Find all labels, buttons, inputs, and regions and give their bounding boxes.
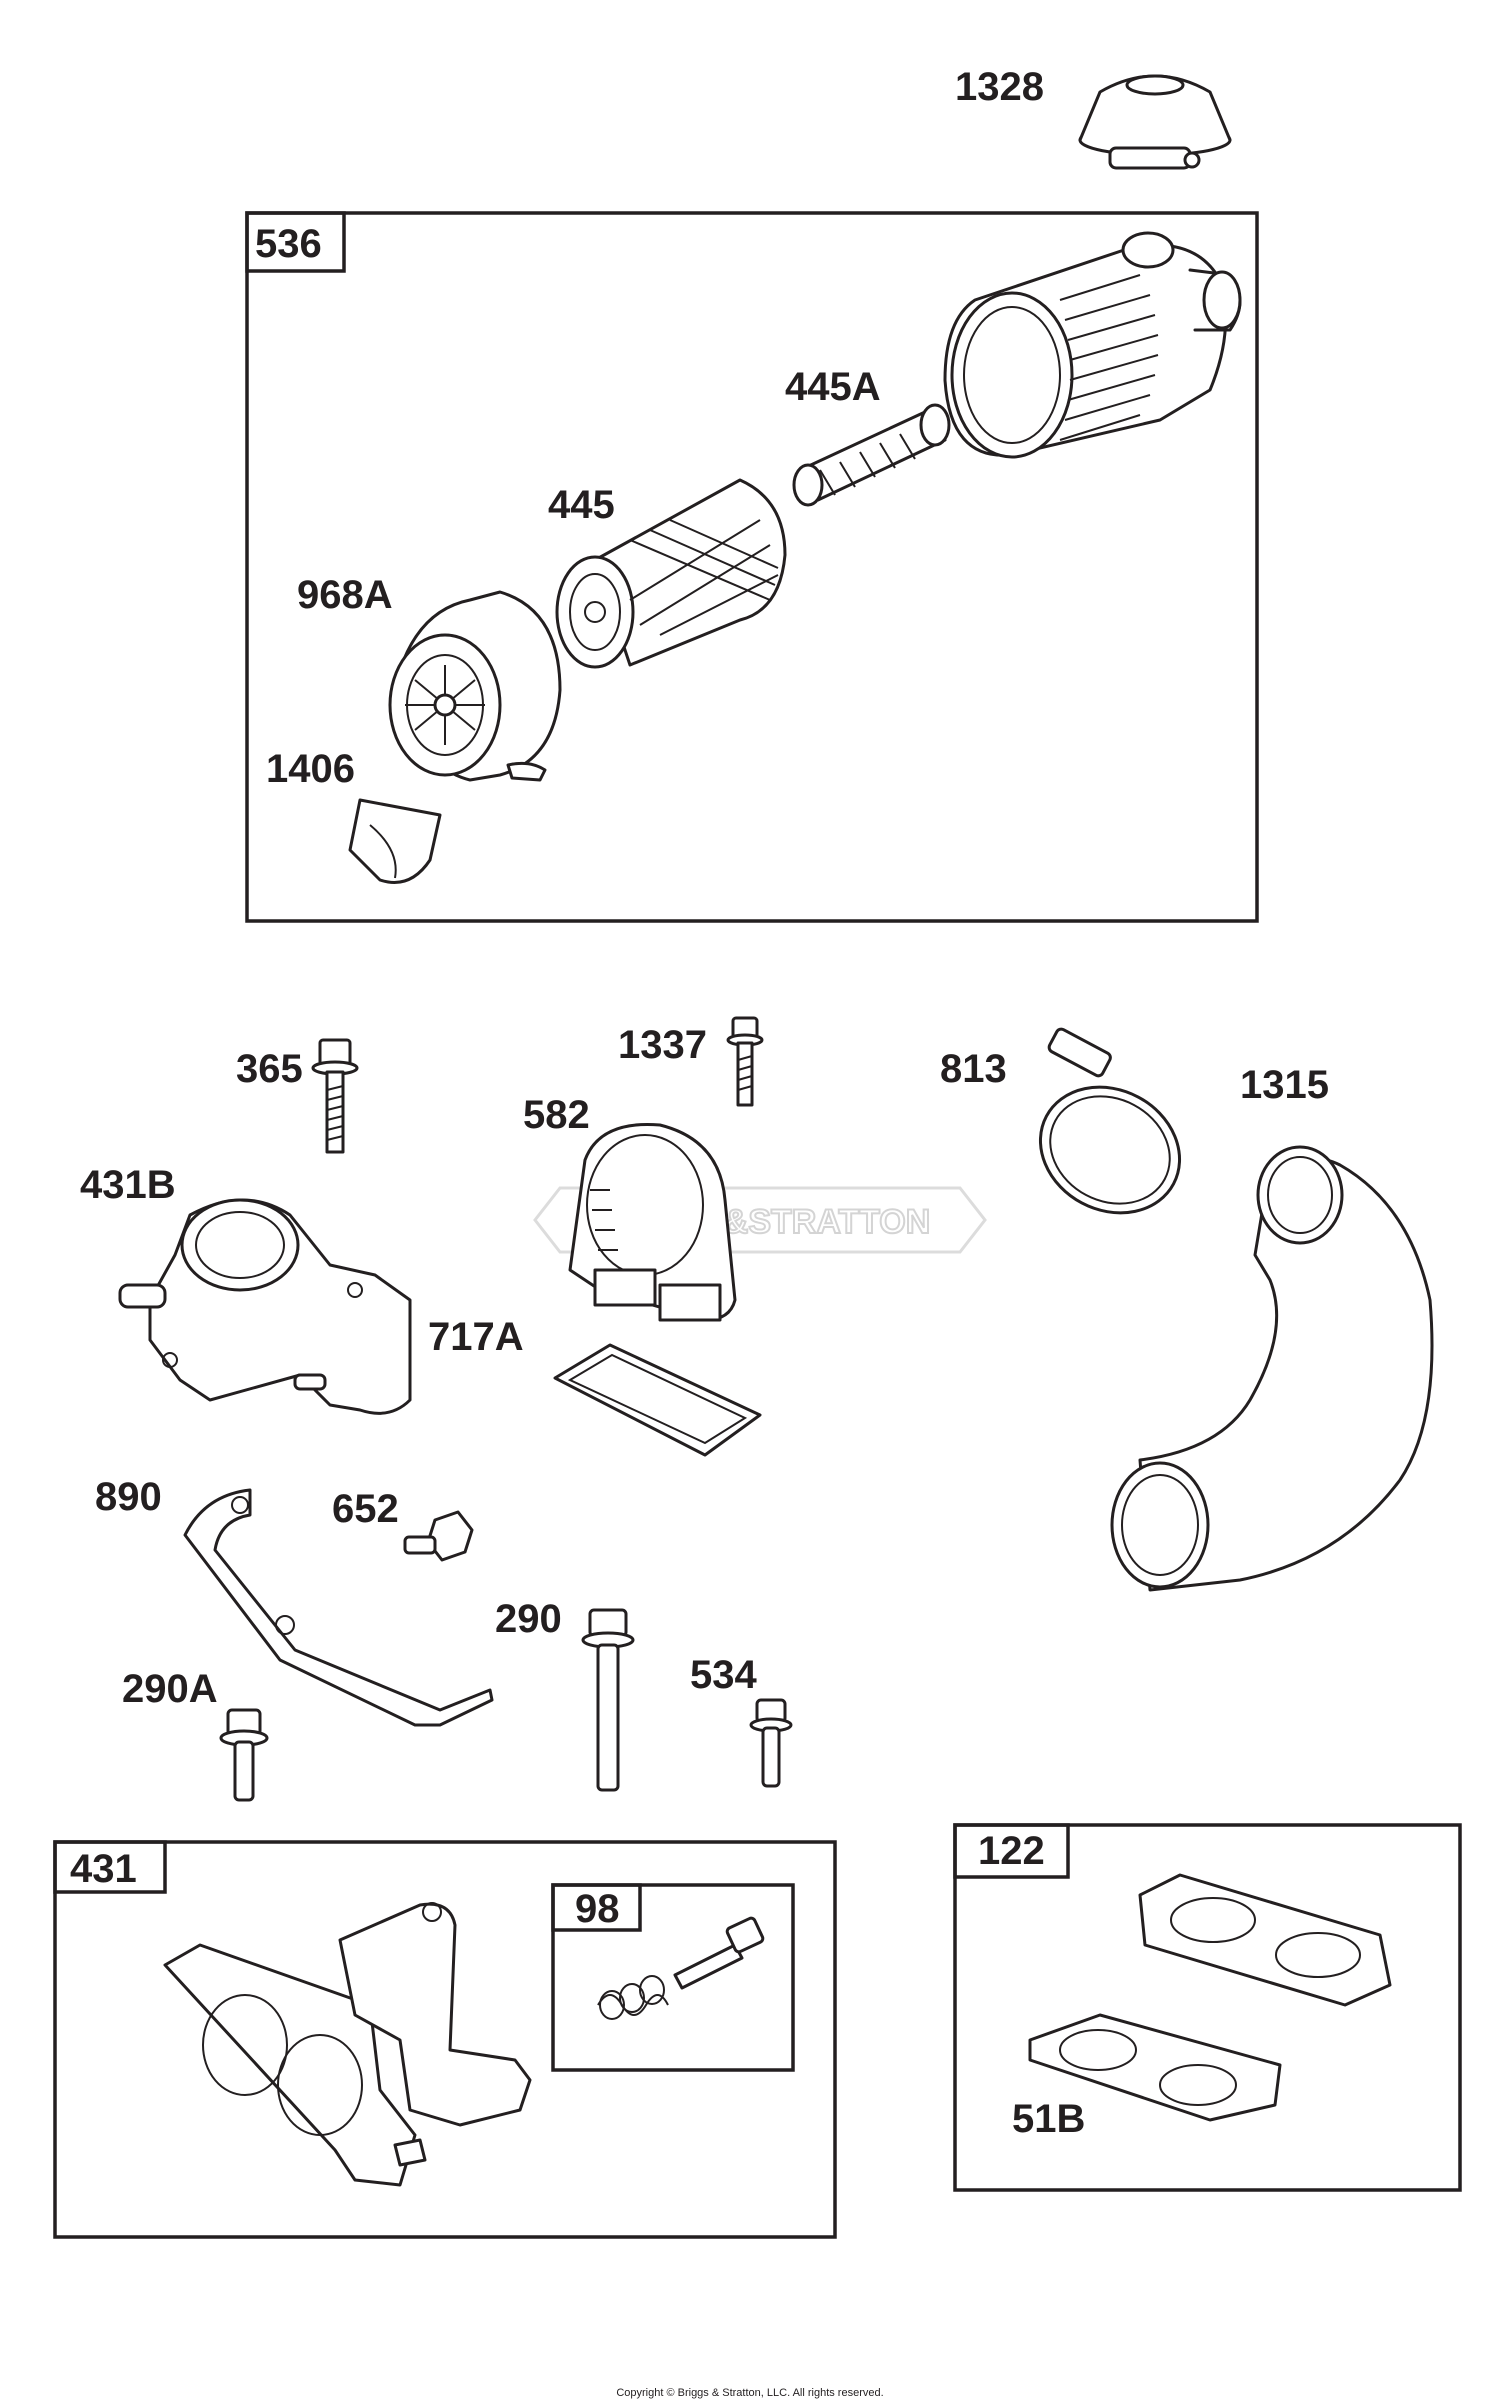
part-290-bolt[interactable] [581, 1608, 635, 1792]
label-1337: 1337 [618, 1023, 707, 1067]
part-122-gasket-plate[interactable] [1138, 1873, 1392, 2007]
box-431-label: 431 [70, 1847, 137, 1891]
label-445A: 445A [785, 365, 881, 409]
label-431B: 431B [80, 1163, 176, 1207]
box-122 [953, 1823, 1462, 2192]
part-445A-inner-filter[interactable] [792, 403, 951, 507]
part-431-governor-body[interactable] [163, 1902, 532, 2187]
part-890-link[interactable] [183, 1488, 494, 1727]
box-536 [245, 211, 1259, 923]
label-890: 890 [95, 1475, 162, 1519]
part-air-cleaner-housing [943, 231, 1242, 459]
part-1328-cap[interactable] [1078, 74, 1232, 170]
label-365: 365 [236, 1047, 303, 1091]
label-1315: 1315 [1240, 1063, 1329, 1107]
box-98-tab [551, 1883, 642, 1932]
part-1337-bolt[interactable] [726, 1016, 764, 1107]
label-652: 652 [332, 1487, 399, 1531]
label-717A: 717A [428, 1315, 524, 1359]
box-122-tab [953, 1823, 1070, 1879]
part-813-clamp[interactable] [1018, 1027, 1201, 1236]
label-1328: 1328 [955, 65, 1044, 109]
part-431B-throttle-body[interactable] [118, 1198, 412, 1415]
part-1406-valve[interactable] [348, 798, 442, 884]
part-1315-hose[interactable] [1110, 1145, 1434, 1592]
part-717A-plate[interactable] [553, 1343, 762, 1457]
part-582-bracket[interactable] [568, 1122, 737, 1322]
box-536-label: 536 [255, 222, 322, 266]
box-98 [551, 1883, 795, 2072]
box-536-tab [245, 211, 346, 273]
part-290A-bolt[interactable] [219, 1708, 269, 1802]
box-431 [53, 1840, 837, 2239]
box-431-tab [53, 1840, 167, 1894]
part-445-filter-element[interactable] [555, 478, 787, 669]
label-51B: 51B [1012, 2097, 1085, 2141]
part-365-bolt[interactable] [311, 1038, 359, 1154]
label-290: 290 [495, 1597, 562, 1641]
label-445: 445 [548, 483, 615, 527]
part-652-nut[interactable] [403, 1510, 474, 1562]
copyright-text: Copyright © Briggs & Stratton, LLC. All … [616, 2387, 883, 2399]
label-813: 813 [940, 1047, 1007, 1091]
part-968A-cover[interactable] [388, 590, 562, 782]
label-534: 534 [690, 1653, 757, 1697]
part-51B-gasket[interactable] [1028, 2013, 1282, 2122]
part-98-screw[interactable] [673, 1916, 765, 1990]
label-290A: 290A [122, 1667, 218, 1711]
label-582: 582 [523, 1093, 590, 1137]
part-534-bolt[interactable] [749, 1698, 793, 1788]
box-98-label: 98 [575, 1887, 620, 1931]
label-968A: 968A [297, 573, 393, 617]
label-1406: 1406 [266, 747, 355, 791]
box-122-label: 122 [978, 1829, 1045, 1873]
part-98-spring[interactable] [597, 1975, 669, 2020]
